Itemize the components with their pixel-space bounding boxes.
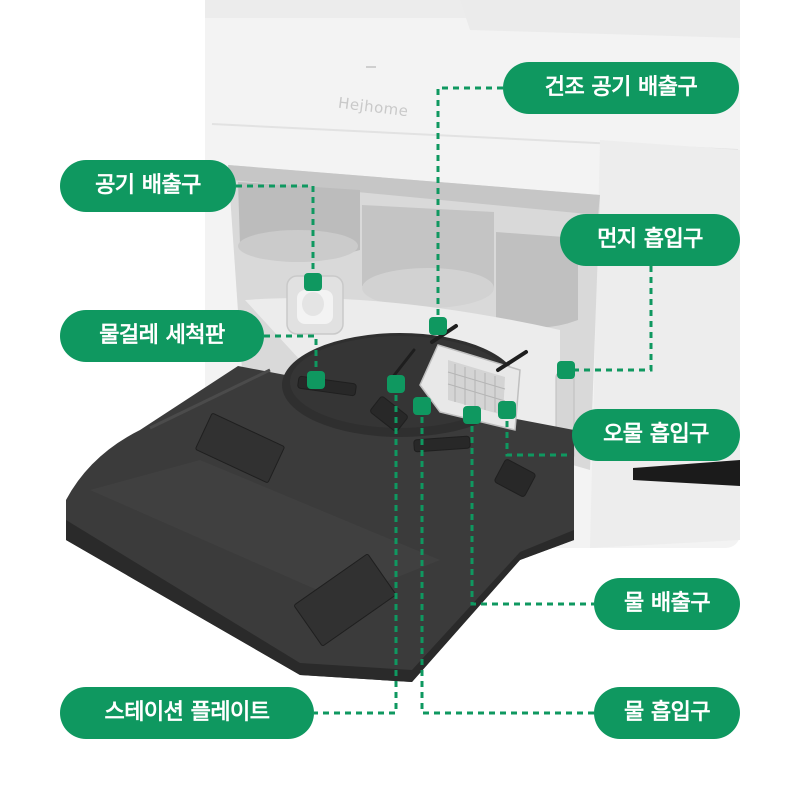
callout-water-outlet: 물 배출구: [594, 578, 740, 630]
callout-dust-inlet: 먼지 흡입구: [560, 214, 740, 266]
marker-station-plate: [387, 375, 405, 393]
callout-mop-wash-plate: 물걸레 세척판: [60, 310, 264, 362]
callout-leader-lines: [236, 86, 653, 715]
marker-dry-air-outlet: [429, 317, 447, 335]
marker-air-outlet: [304, 273, 322, 291]
callout-air-outlet: 공기 배출구: [60, 160, 236, 212]
marker-dust-inlet: [557, 361, 575, 379]
marker-water-inlet: [413, 397, 431, 415]
callout-dirty-water-inlet: 오물 흡입구: [572, 409, 740, 461]
callout-water-inlet: 물 흡입구: [594, 687, 740, 739]
callout-station-plate: 스테이션 플레이트: [60, 687, 314, 739]
water-tray: [390, 324, 528, 431]
marker-water-outlet: [463, 406, 481, 424]
marker-mop-wash-plate: [307, 371, 325, 389]
callout-markers: [304, 273, 575, 424]
callout-dry-air-outlet: 건조 공기 배출구: [503, 62, 739, 114]
marker-dirty-water-inlet: [498, 401, 516, 419]
